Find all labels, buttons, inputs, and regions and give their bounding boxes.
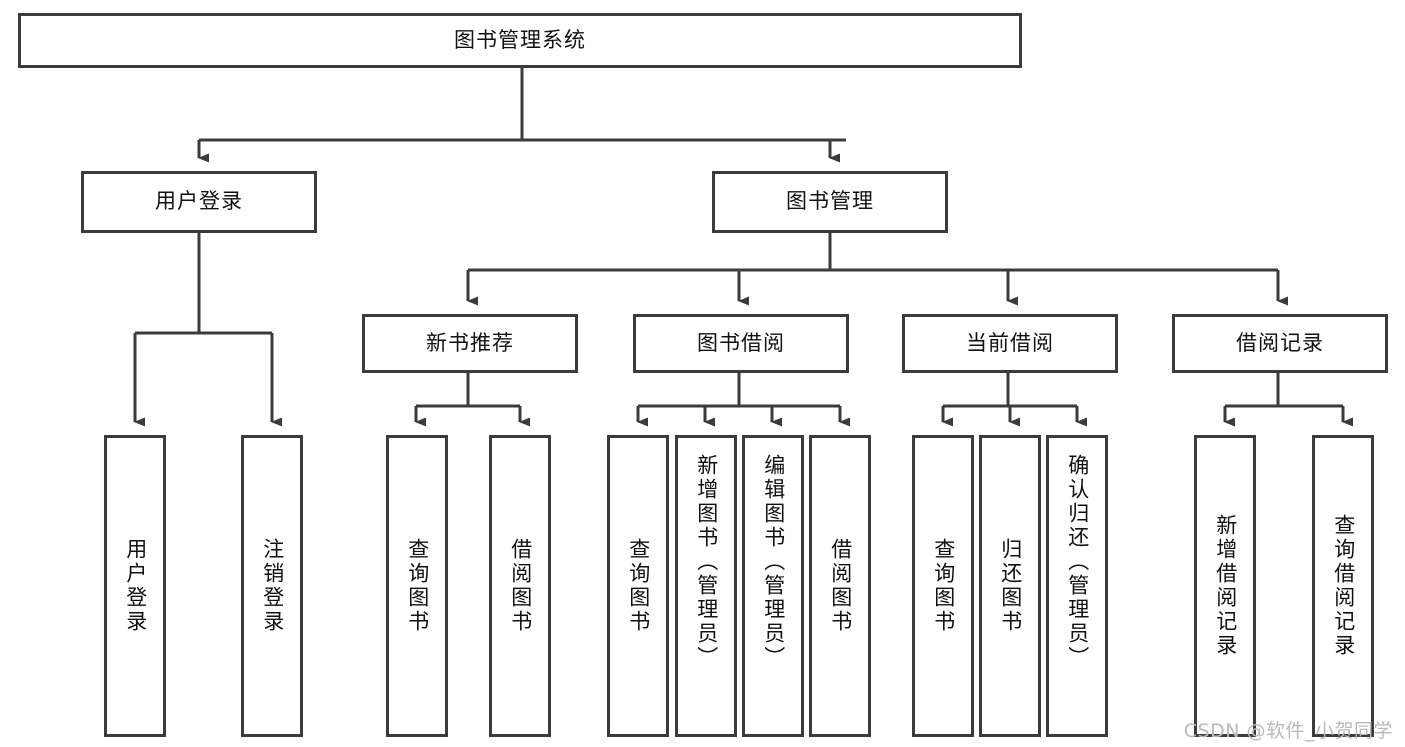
leaf-user-login-label: 用户登录 (123, 538, 148, 634)
leaf-edit-book-admin[interactable]: 编辑图书（管理员） (742, 435, 804, 737)
leaf-logout[interactable]: 注销登录 (241, 435, 303, 737)
node-root-label: 图书管理系统 (454, 27, 586, 52)
node-book-borrow[interactable]: 图书借阅 (633, 314, 849, 373)
node-user-login[interactable]: 用户登录 (81, 171, 317, 233)
leaf-logout-label: 注销登录 (260, 538, 285, 634)
node-current-borrow-label: 当前借阅 (966, 330, 1054, 355)
leaf-edit-book-admin-label: 编辑图书（管理员） (761, 454, 786, 670)
leaf-query-book-borrow-label: 查询图书 (626, 538, 651, 634)
leaf-query-book-borrow[interactable]: 查询图书 (607, 435, 669, 737)
leaf-query-book-current-label: 查询图书 (931, 538, 956, 634)
leaf-add-borrow-record[interactable]: 新增借阅记录 (1194, 435, 1256, 737)
leaf-query-book-current[interactable]: 查询图书 (912, 435, 974, 737)
csdn-watermark: CSDN @软件_小贺同学 (1183, 720, 1393, 742)
leaf-query-book-new-label: 查询图书 (405, 538, 430, 634)
node-current-borrow[interactable]: 当前借阅 (902, 314, 1118, 373)
leaf-return-book[interactable]: 归还图书 (979, 435, 1041, 737)
leaf-return-book-label: 归还图书 (998, 538, 1023, 634)
leaf-borrow-book-label: 借阅图书 (828, 538, 853, 634)
leaf-borrow-book[interactable]: 借阅图书 (809, 435, 871, 737)
leaf-confirm-return-admin-label: 确认归还（管理员） (1065, 454, 1090, 670)
node-root[interactable]: 图书管理系统 (18, 13, 1022, 68)
node-new-book-recommend[interactable]: 新书推荐 (362, 314, 578, 373)
node-book-borrow-label: 图书借阅 (697, 330, 785, 355)
leaf-add-book-admin-label: 新增图书（管理员） (694, 454, 719, 670)
leaf-borrow-book-new-label: 借阅图书 (508, 538, 533, 634)
node-new-book-recommend-label: 新书推荐 (426, 330, 514, 355)
node-book-management-label: 图书管理 (786, 189, 874, 214)
node-user-login-label: 用户登录 (155, 189, 243, 214)
leaf-query-book-new[interactable]: 查询图书 (386, 435, 448, 737)
leaf-add-book-admin[interactable]: 新增图书（管理员） (675, 435, 737, 737)
leaf-add-borrow-record-label: 新增借阅记录 (1213, 514, 1238, 658)
leaf-query-borrow-record[interactable]: 查询借阅记录 (1312, 435, 1374, 737)
node-borrow-records[interactable]: 借阅记录 (1172, 314, 1388, 373)
leaf-user-login[interactable]: 用户登录 (104, 435, 166, 737)
node-borrow-records-label: 借阅记录 (1236, 330, 1324, 355)
node-book-management[interactable]: 图书管理 (712, 171, 948, 233)
leaf-query-borrow-record-label: 查询借阅记录 (1331, 514, 1356, 658)
leaf-confirm-return-admin[interactable]: 确认归还（管理员） (1046, 435, 1108, 737)
leaf-borrow-book-new[interactable]: 借阅图书 (489, 435, 551, 737)
